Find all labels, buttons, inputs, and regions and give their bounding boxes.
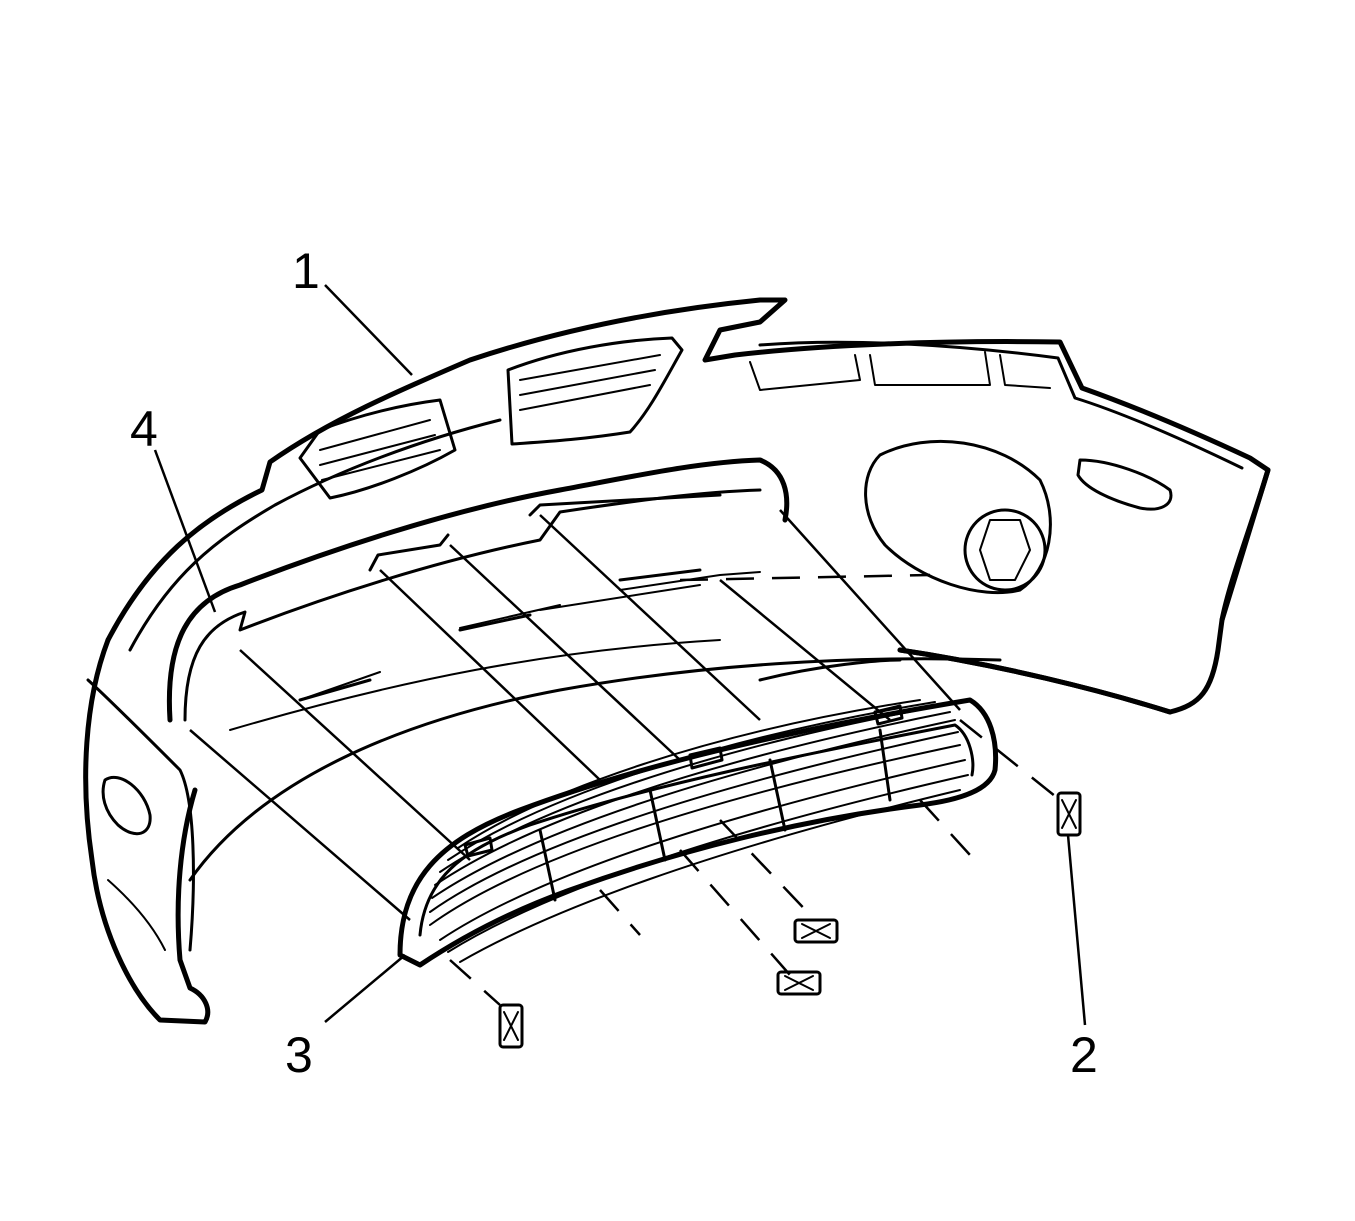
radiator-grille bbox=[397, 697, 999, 968]
leader-4 bbox=[153, 449, 217, 613]
fascia-right-side bbox=[897, 467, 1271, 715]
support-rail-2 bbox=[458, 613, 532, 632]
retainer-clips bbox=[498, 791, 1082, 1049]
retainer-clip-2 bbox=[793, 918, 839, 944]
retainer-clip-4 bbox=[498, 1003, 524, 1049]
center-air-inlet bbox=[506, 336, 684, 446]
align-line-5 bbox=[539, 514, 761, 721]
retainer-clip-1 bbox=[1056, 791, 1082, 837]
align-dash-1 bbox=[959, 719, 1061, 801]
align-line-2 bbox=[239, 649, 471, 861]
align-line-7 bbox=[779, 509, 961, 711]
callout-4: 4 bbox=[130, 401, 158, 457]
top-right-ribs bbox=[749, 351, 1051, 391]
mount-plate-icon bbox=[963, 508, 1047, 592]
callout-2: 2 bbox=[1070, 1027, 1098, 1083]
grille-inner-frame bbox=[418, 723, 975, 937]
fascia-left-end-inner bbox=[86, 678, 195, 952]
grille-outline bbox=[397, 697, 999, 968]
align-dash-7 bbox=[679, 573, 931, 582]
align-dash-6 bbox=[919, 799, 971, 856]
support-rail-4 bbox=[758, 658, 902, 682]
align-dash-5 bbox=[719, 819, 816, 921]
align-dash-4 bbox=[679, 849, 791, 976]
support-rail-3 bbox=[618, 568, 702, 582]
fascia-left-end bbox=[83, 637, 211, 1025]
inlet-mesh bbox=[319, 354, 661, 481]
support-panel-inner bbox=[183, 488, 762, 722]
alignment-lines bbox=[189, 509, 1061, 1006]
left-air-inlet bbox=[298, 398, 457, 500]
callout-leaders bbox=[153, 284, 1087, 1026]
align-line-4 bbox=[449, 544, 681, 761]
callout-1: 1 bbox=[292, 243, 320, 299]
align-line-3 bbox=[379, 569, 601, 781]
bumper-fascia bbox=[83, 297, 1271, 1025]
grille-clip-boss bbox=[463, 704, 904, 858]
support-panel-ribs bbox=[229, 571, 761, 731]
support-rail-1 bbox=[298, 678, 372, 702]
align-dash-2 bbox=[449, 959, 501, 1006]
align-line-1 bbox=[189, 729, 411, 921]
left-lamp-recess bbox=[101, 776, 152, 836]
grille-dividers bbox=[538, 728, 892, 902]
leader-2 bbox=[1066, 834, 1087, 1026]
fascia-inner-edge bbox=[128, 340, 1244, 652]
leader-1 bbox=[324, 284, 413, 376]
leader-3 bbox=[324, 954, 406, 1023]
support-panel bbox=[166, 457, 902, 731]
retainer-clip-3 bbox=[776, 970, 822, 996]
side-marker-recess bbox=[1076, 458, 1173, 511]
grille-slats bbox=[429, 699, 969, 963]
fascia-top-edge bbox=[105, 297, 1271, 715]
align-line-6 bbox=[719, 579, 891, 721]
left-lower-vent bbox=[107, 879, 166, 951]
support-panel-outline bbox=[166, 457, 790, 723]
wheel-arch-recess bbox=[864, 439, 1052, 595]
callout-3: 3 bbox=[285, 1027, 313, 1083]
support-panel-tabs bbox=[368, 493, 722, 572]
align-dash-3 bbox=[599, 889, 641, 936]
fascia-lower-lip bbox=[188, 657, 1002, 882]
